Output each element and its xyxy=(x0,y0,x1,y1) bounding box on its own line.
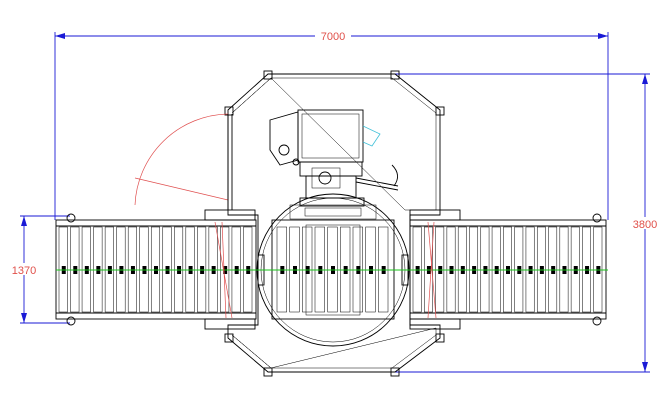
conveyor-width-dimension-label: 1370 xyxy=(12,265,36,277)
height-dimension-label: 3800 xyxy=(633,219,657,231)
dimension-width: 7000 xyxy=(54,28,609,220)
width-dimension-label: 7000 xyxy=(321,31,345,43)
safety-fence xyxy=(224,70,445,377)
door-swing-arc xyxy=(134,113,233,210)
dimension-conveyor-width: 1370 xyxy=(6,215,70,324)
transfer-guides xyxy=(214,221,437,319)
dimension-height: 3800 xyxy=(395,73,663,373)
wrapping-machine xyxy=(269,109,399,207)
